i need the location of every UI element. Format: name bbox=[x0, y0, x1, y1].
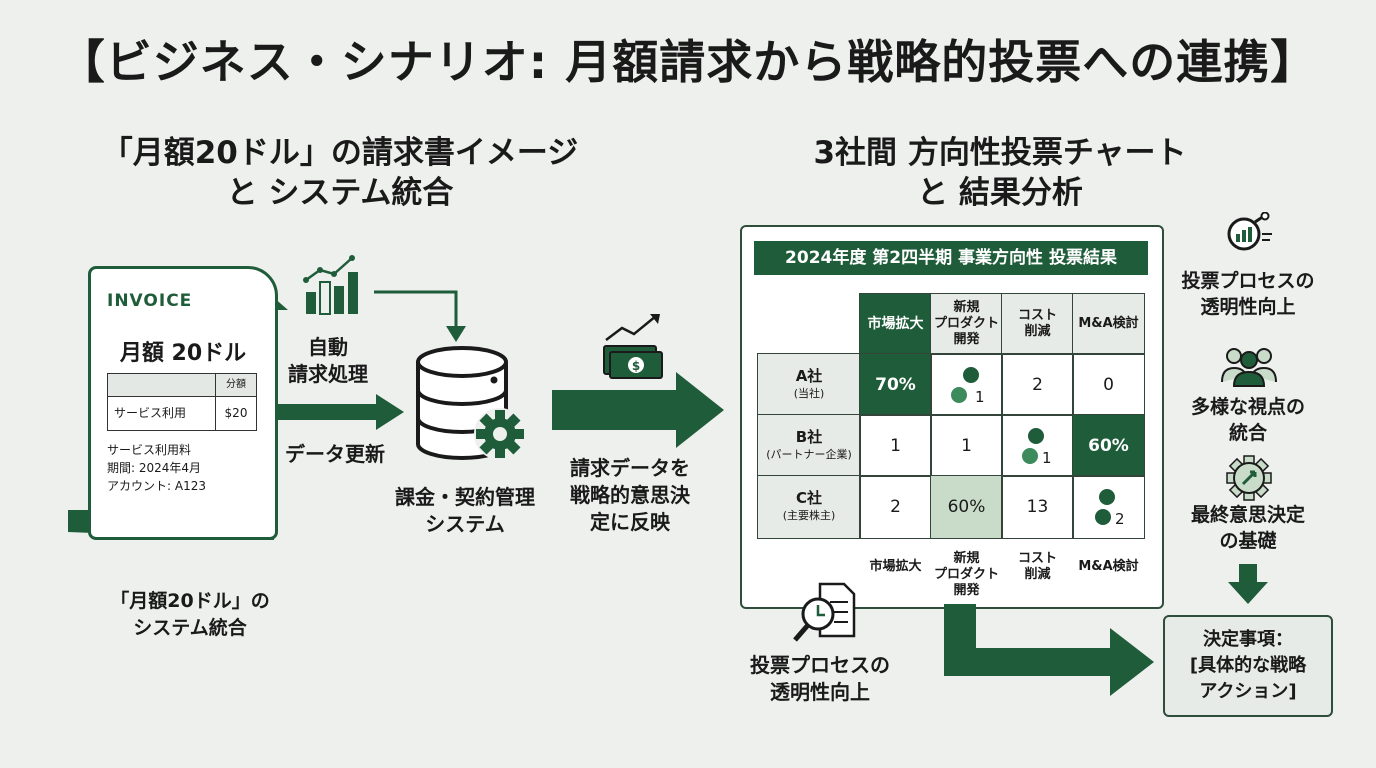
right-title-line2: と 結果分析 bbox=[917, 175, 1083, 211]
right-section-title: 3社間 方向性投票チャート と 結果分析 bbox=[720, 133, 1280, 213]
gear-icon bbox=[474, 408, 526, 460]
final-decision-line1: 最終意思決定 bbox=[1190, 504, 1305, 526]
final-decision-basis-label: 最終意思決定 の基礎 bbox=[1160, 502, 1336, 554]
auto-billing-label: 自動 請求処理 bbox=[268, 334, 388, 388]
invoice-col-header: 分額 bbox=[215, 374, 256, 396]
vote-cell-dots: 1 bbox=[930, 353, 1003, 416]
decision-line2: [具体的な戦略 bbox=[1189, 655, 1307, 676]
decision-text: 決定事項： [具体的な戦略 アクション] bbox=[1165, 627, 1331, 705]
data-update-label: データ更新 bbox=[285, 442, 385, 466]
invoice-table-header: 分額 bbox=[108, 374, 256, 397]
column-footer: M&A検討 bbox=[1078, 559, 1139, 574]
money-growth-icon: $ bbox=[603, 314, 663, 379]
data-flow-arrow bbox=[278, 394, 404, 430]
invoice-note: アカウント: A123 bbox=[107, 479, 206, 493]
left-title-line2: と システム統合 bbox=[226, 175, 454, 211]
vote-cell: 60% bbox=[930, 475, 1003, 539]
billing-system-label: 課金・契約管理 システム bbox=[380, 484, 550, 538]
invoice-price: $20 bbox=[215, 397, 256, 430]
row-header-b: B社(パートナー企業) bbox=[757, 414, 861, 477]
svg-text:$: $ bbox=[632, 359, 640, 373]
vote-cell: 60% bbox=[1072, 414, 1145, 477]
vote-dots-icon: 1 bbox=[950, 366, 985, 406]
decision-box: 決定事項： [具体的な戦略 アクション] bbox=[1163, 615, 1333, 717]
invoice-amount: 月額 20ドル bbox=[119, 341, 247, 366]
reflect-arrow bbox=[552, 372, 724, 448]
decision-line1: 決定事項： bbox=[1203, 629, 1293, 650]
column-header: M&A検討 bbox=[1072, 293, 1145, 355]
reflect-label: 請求データを 戦略的意思決 定に反映 bbox=[555, 455, 705, 536]
column-header: 新規プロダクト開発 bbox=[930, 293, 1003, 355]
reflect-line1: 請求データを bbox=[570, 456, 690, 480]
people-group-icon bbox=[1221, 348, 1277, 387]
invoice-note: 期間: 2024年4月 bbox=[107, 461, 202, 475]
row-header-a: A社(当社) bbox=[757, 353, 861, 416]
column-header: 市場拡大 bbox=[859, 293, 932, 355]
decision-arrow bbox=[944, 604, 1154, 696]
invoice-caption-line2: システム統合 bbox=[133, 617, 247, 639]
vote-cell: 1 bbox=[859, 414, 932, 477]
column-header: コスト削減 bbox=[1001, 293, 1074, 355]
vote-cell-dots: 1 bbox=[1001, 414, 1074, 477]
billing-system-line2: システム bbox=[425, 512, 505, 536]
invoice-caption-line1: 「月額20ドル」の bbox=[110, 590, 270, 612]
auto-billing-line1: 自動 bbox=[308, 335, 348, 359]
vote-cell: 0 bbox=[1072, 353, 1145, 416]
vote-cell: 1 bbox=[930, 414, 1003, 477]
bottom-transparency-line2: 透明性向上 bbox=[770, 680, 870, 704]
connector-arrow bbox=[374, 290, 466, 342]
page-title: 【ビジネス・シナリオ: 月額請求から戦略的投票への連携】 bbox=[58, 35, 1318, 89]
database-icon bbox=[416, 346, 526, 460]
voting-chart-title: 2024年度 第2四半期 事業方向性 投票結果 bbox=[754, 241, 1148, 275]
bottom-transparency-label: 投票プロセスの 透明性向上 bbox=[720, 652, 920, 706]
column-footer: 市場拡大 bbox=[869, 559, 922, 574]
vote-dots-label: 2 bbox=[1115, 510, 1125, 528]
vote-cell: 2 bbox=[859, 475, 932, 539]
invoice-table: 分額 サービス利用 $20 bbox=[107, 373, 257, 431]
auto-billing-line2: 請求処理 bbox=[288, 362, 368, 386]
voting-chart-panel: 2024年度 第2四半期 事業方向性 投票結果 市場拡大 新規プロダクト開発 コ… bbox=[740, 225, 1164, 609]
bar-chart-icon bbox=[303, 255, 358, 315]
gear-decision-icon bbox=[1226, 455, 1272, 501]
down-arrow-icon bbox=[1228, 564, 1268, 604]
transparency-line1: 投票プロセスの bbox=[1181, 270, 1315, 292]
invoice-note: サービス利用料 bbox=[107, 443, 192, 457]
column-footer: コスト削減 bbox=[1017, 551, 1057, 582]
reflect-line2: 戦略的意思決 bbox=[570, 483, 690, 507]
invoice-heading: INVOICE bbox=[107, 291, 193, 311]
vote-dots-label: 1 bbox=[1042, 449, 1052, 467]
diverse-views-line2: 統合 bbox=[1228, 422, 1267, 444]
vote-cell: 2 bbox=[1001, 353, 1074, 416]
invoice-item: サービス利用 bbox=[114, 406, 187, 420]
row-header-c: C社(主要株主) bbox=[757, 475, 861, 539]
transparency-label: 投票プロセスの 透明性向上 bbox=[1160, 268, 1336, 320]
vote-cell: 13 bbox=[1001, 475, 1074, 539]
diverse-views-line1: 多様な視点の bbox=[1190, 396, 1305, 418]
right-title-line1: 3社間 方向性投票チャート bbox=[813, 135, 1187, 171]
billing-system-line1: 課金・契約管理 bbox=[395, 485, 535, 509]
reflect-line3: 定に反映 bbox=[590, 510, 670, 534]
invoice-document: INVOICE 月額 20ドル 分額 サービス利用 $20 サービス利用料 期間… bbox=[88, 266, 278, 540]
vote-dots-icon: 1 bbox=[1021, 427, 1052, 467]
vote-dots-label: 1 bbox=[975, 388, 985, 406]
vote-cell-dots: 2 bbox=[1072, 475, 1145, 539]
vote-cell: 70% bbox=[859, 353, 932, 416]
final-decision-line2: の基礎 bbox=[1219, 530, 1277, 552]
magnifier-chart-icon bbox=[1227, 212, 1272, 251]
diverse-views-label: 多様な視点の 統合 bbox=[1160, 394, 1336, 446]
invoice-notes: サービス利用料 期間: 2024年4月 アカウント: A123 bbox=[107, 441, 206, 495]
invoice-caption: 「月額20ドル」の システム統合 bbox=[60, 588, 320, 642]
bottom-transparency-line1: 投票プロセスの bbox=[750, 653, 890, 677]
transparency-line2: 透明性向上 bbox=[1200, 296, 1296, 318]
document-clock-search-icon bbox=[793, 582, 856, 642]
column-footer: 新規プロダクト開発 bbox=[933, 551, 999, 598]
left-title-line1: 「月額20ドル」の請求書イメージ bbox=[101, 135, 579, 171]
decision-line3: アクション] bbox=[1199, 681, 1297, 702]
vote-dots-icon: 2 bbox=[1094, 489, 1125, 528]
left-section-title: 「月額20ドル」の請求書イメージ と システム統合 bbox=[40, 133, 640, 213]
